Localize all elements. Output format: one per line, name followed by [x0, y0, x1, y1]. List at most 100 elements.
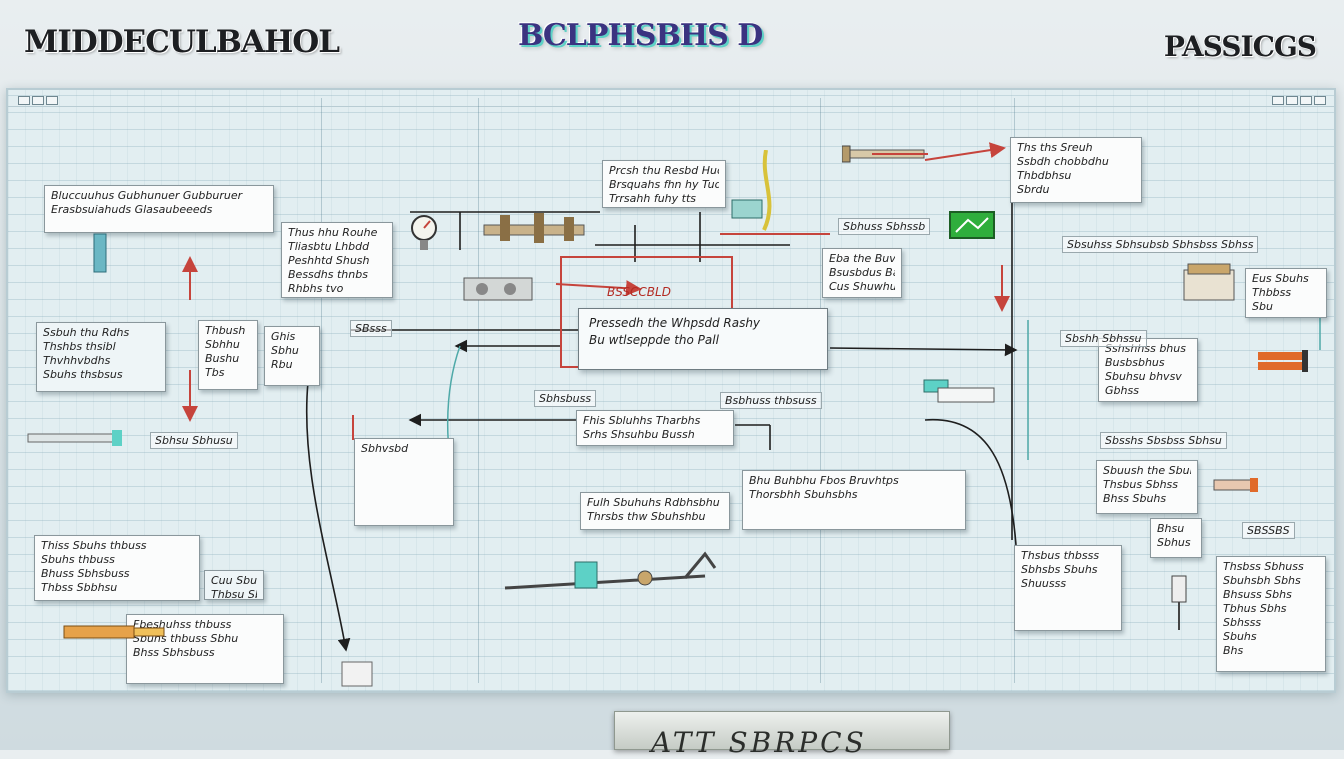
card-line: Rbu: [271, 358, 293, 371]
card-left-mid[interactable]: Ssbuh thu Rdhs Thshbs thsibl Thvhhvbdhs …: [36, 322, 166, 392]
card-line: Sbhu: [271, 344, 299, 357]
card-line: Sbhhu: [205, 338, 240, 351]
card-line: Brsquahs fhn hy Tudo: [609, 178, 719, 191]
footer-plate: ATT SBRPCS: [614, 711, 950, 759]
card-right-mid-2[interactable]: Sbuush the Sbuhsu Thsbus Sbhss Bhss Sbuh…: [1096, 460, 1198, 514]
window-controls-right[interactable]: [1272, 96, 1326, 105]
box-device-icon: [1183, 263, 1235, 301]
card-line: Sbhvsbd: [361, 442, 409, 455]
card-line: Thsbus thbsss: [1021, 549, 1100, 562]
card-line: Tbhus Sbhs: [1223, 602, 1287, 615]
column-divider: [820, 98, 821, 683]
card-line: Bhsuss Sbhs: [1223, 588, 1292, 601]
card-line: Bhss Sbuhs: [1103, 492, 1167, 505]
card-line: Ssbuh thu Rdhs: [43, 326, 130, 339]
card-lower-center-1[interactable]: Fhis Sbluhhs Tharbhs Srhs Shsuhbu Bussh: [576, 410, 734, 446]
column-divider: [478, 98, 479, 683]
card-line: Sbuhs thsbsus: [43, 368, 123, 381]
card-line: Bushu: [205, 352, 240, 365]
card-line: Thvhhvbdhs: [43, 354, 111, 367]
card-line: Bhsu: [1157, 522, 1185, 535]
card-right-top[interactable]: Ths ths Sreuh Ssbdh chobbdhu Thbdbhsu Sb…: [1010, 137, 1142, 203]
process-line: Bu wtlseppde tho Pall: [589, 333, 719, 347]
card-center-left-1[interactable]: Thus hhu Rouhe Tliasbtu Lhbdd Peshhtd Sh…: [281, 222, 393, 298]
card-line: Prcsh thu Resbd Hudwd: [609, 164, 719, 177]
card-lower-center-2[interactable]: Sbhvsbd: [354, 438, 454, 526]
card-line: Thorsbhh Sbuhsbhs: [749, 488, 858, 501]
card-line: Fhis Sbluhhs Tharbhs: [583, 414, 701, 427]
card-line: Erasbsuiahuds Glasaubeeeds: [51, 203, 213, 216]
card-line: Thus hhu Rouhe: [288, 226, 378, 239]
teal-cylinder-icon: [93, 233, 107, 273]
column-divider: [321, 98, 322, 683]
card-line: Bhs: [1223, 644, 1244, 657]
card-line: Thshbs thsibl: [43, 340, 116, 353]
card-line: Thiss Sbuhs thbuss: [41, 539, 147, 552]
strip-label-right-2: Sbsshs Sbsbss Sbhsu: [1100, 432, 1227, 449]
window-controls-left[interactable]: [18, 96, 58, 105]
card-right-lower-2[interactable]: Bhsu Sbhus: [1150, 518, 1202, 558]
title-left: MIDDECULBAHOL: [24, 24, 340, 60]
gauge-icon: [411, 215, 437, 250]
rail-apparatus-icon: [504, 551, 717, 590]
strip-label-right-3: SBSSBS: [1242, 522, 1295, 539]
card-line: Cus Shuwhu: [829, 280, 895, 293]
card-line: Sbrdu: [1017, 183, 1050, 196]
card-left-bottom-1[interactable]: Fbeshuhss thbuss Sbuhs thbuss Sbhu Bhss …: [126, 614, 284, 684]
teal-clamp-icon: [923, 379, 995, 403]
card-line: Thsbss Sbhuss: [1223, 560, 1304, 573]
card-line: Sbuush the Sbuhsu: [1103, 464, 1191, 477]
card-mid-right-small[interactable]: Eba the Buvvs Bsusbdus Baws Cus Shuwhu: [822, 248, 902, 298]
card-right-1[interactable]: Sshshhss bhus Busbsbhus Sbuhsu bhvsv Gbh…: [1098, 338, 1198, 402]
card-right-lower-1[interactable]: Thsbus thbsss Sbhsbs Sbuhs Shuusss: [1014, 545, 1122, 631]
card-line: Bsusbdus Baws: [829, 266, 895, 279]
card-line: Bluccuuhus Gubhunuer Gubburuer: [51, 189, 243, 202]
card-right-2[interactable]: Eus Sbuhs Thbbss Sbu: [1245, 268, 1327, 318]
card-line: Thsbus Sbhss: [1103, 478, 1179, 491]
card-line: Srhs Shsuhbu Bussh: [583, 428, 695, 441]
card-left-small-1[interactable]: Thbush Sbhhu Bushu Tbs: [198, 320, 258, 390]
card-left-lower-1[interactable]: Thiss Sbuhs thbuss Sbuhs thbuss Bhuss Sb…: [34, 535, 200, 601]
card-line: Eba the Buvvs: [829, 252, 895, 265]
footer-text: ATT SBRPCS: [651, 726, 867, 759]
card-line: Bessdhs thnbs: [288, 268, 368, 281]
pipe-left-icon: [27, 430, 122, 446]
card-center-top[interactable]: Prcsh thu Resbd Hudwd Brsquahs fhn hy Tu…: [602, 160, 726, 208]
card-line: Gbhss: [1105, 384, 1139, 397]
card-line: Tbs: [205, 366, 225, 379]
card-line: Sbuhsbh Sbhs: [1223, 574, 1301, 587]
card-line: Ssbdh chobbdhu: [1017, 155, 1109, 168]
card-left-bottom-2[interactable]: Cuu Sbuhshuhs Thbsu Sbhuhs: [204, 570, 264, 600]
central-label: BSSCCBLD: [607, 285, 671, 299]
card-top-left[interactable]: Bluccuuhus Gubhunuer Gubburuer Erasbsuia…: [44, 185, 274, 233]
card-line: Bhss Sbhsbuss: [133, 646, 215, 659]
card-right-bottom[interactable]: Thsbss Sbhuss Sbuhsbh Sbhs Bhsuss Sbhs T…: [1216, 556, 1326, 672]
orange-module-icon: [1258, 350, 1308, 372]
central-process-box[interactable]: Pressedh the Whpsdd Rashy Bu wtlseppde t…: [578, 308, 828, 370]
card-line: Eus Sbuhs: [1252, 272, 1309, 285]
small-left-label: SBsss: [350, 320, 392, 337]
green-module-icon: [949, 211, 995, 239]
card-line: Busbsbhus: [1105, 356, 1165, 369]
card-mid-center[interactable]: Fulh Sbuhuhs Rdbhsbhu Thrsbs thw Sbuhshb…: [580, 492, 730, 530]
column-divider: [1014, 98, 1015, 683]
strip-label-left: Sbhsu Sbhusu: [150, 432, 238, 449]
card-line: Sbuhsu bhvsv: [1105, 370, 1182, 383]
card-line: Ghis: [271, 330, 296, 343]
yellow-cable-icon: [731, 150, 772, 231]
card-line: Trrsahh fuhy tts: [609, 192, 697, 205]
black-connectors: [305, 150, 1018, 652]
card-line: Thbsu Sbhuhs: [211, 588, 257, 600]
card-line: Bhu Buhbhu Fbos Bruvhtps: [749, 474, 899, 487]
card-line: Sbuhs thbuss: [41, 553, 115, 566]
orange-tool-icon: [63, 625, 165, 639]
card-line: Thbbss: [1252, 286, 1292, 299]
base-fitting-icon: [341, 661, 373, 687]
small-fitting-icon: [1213, 478, 1258, 492]
machine-block-icon: [463, 277, 533, 301]
card-lower-center-3[interactable]: Bhu Buhbhu Fbos Bruvhtps Thorsbhh Sbuhsb…: [742, 470, 966, 530]
process-line: Pressedh the Whpsdd Rashy: [589, 316, 761, 330]
card-left-small-2[interactable]: Ghis Sbhu Rbu: [264, 326, 320, 386]
strip-label-center: Bsbhuss thbsuss: [720, 392, 822, 409]
